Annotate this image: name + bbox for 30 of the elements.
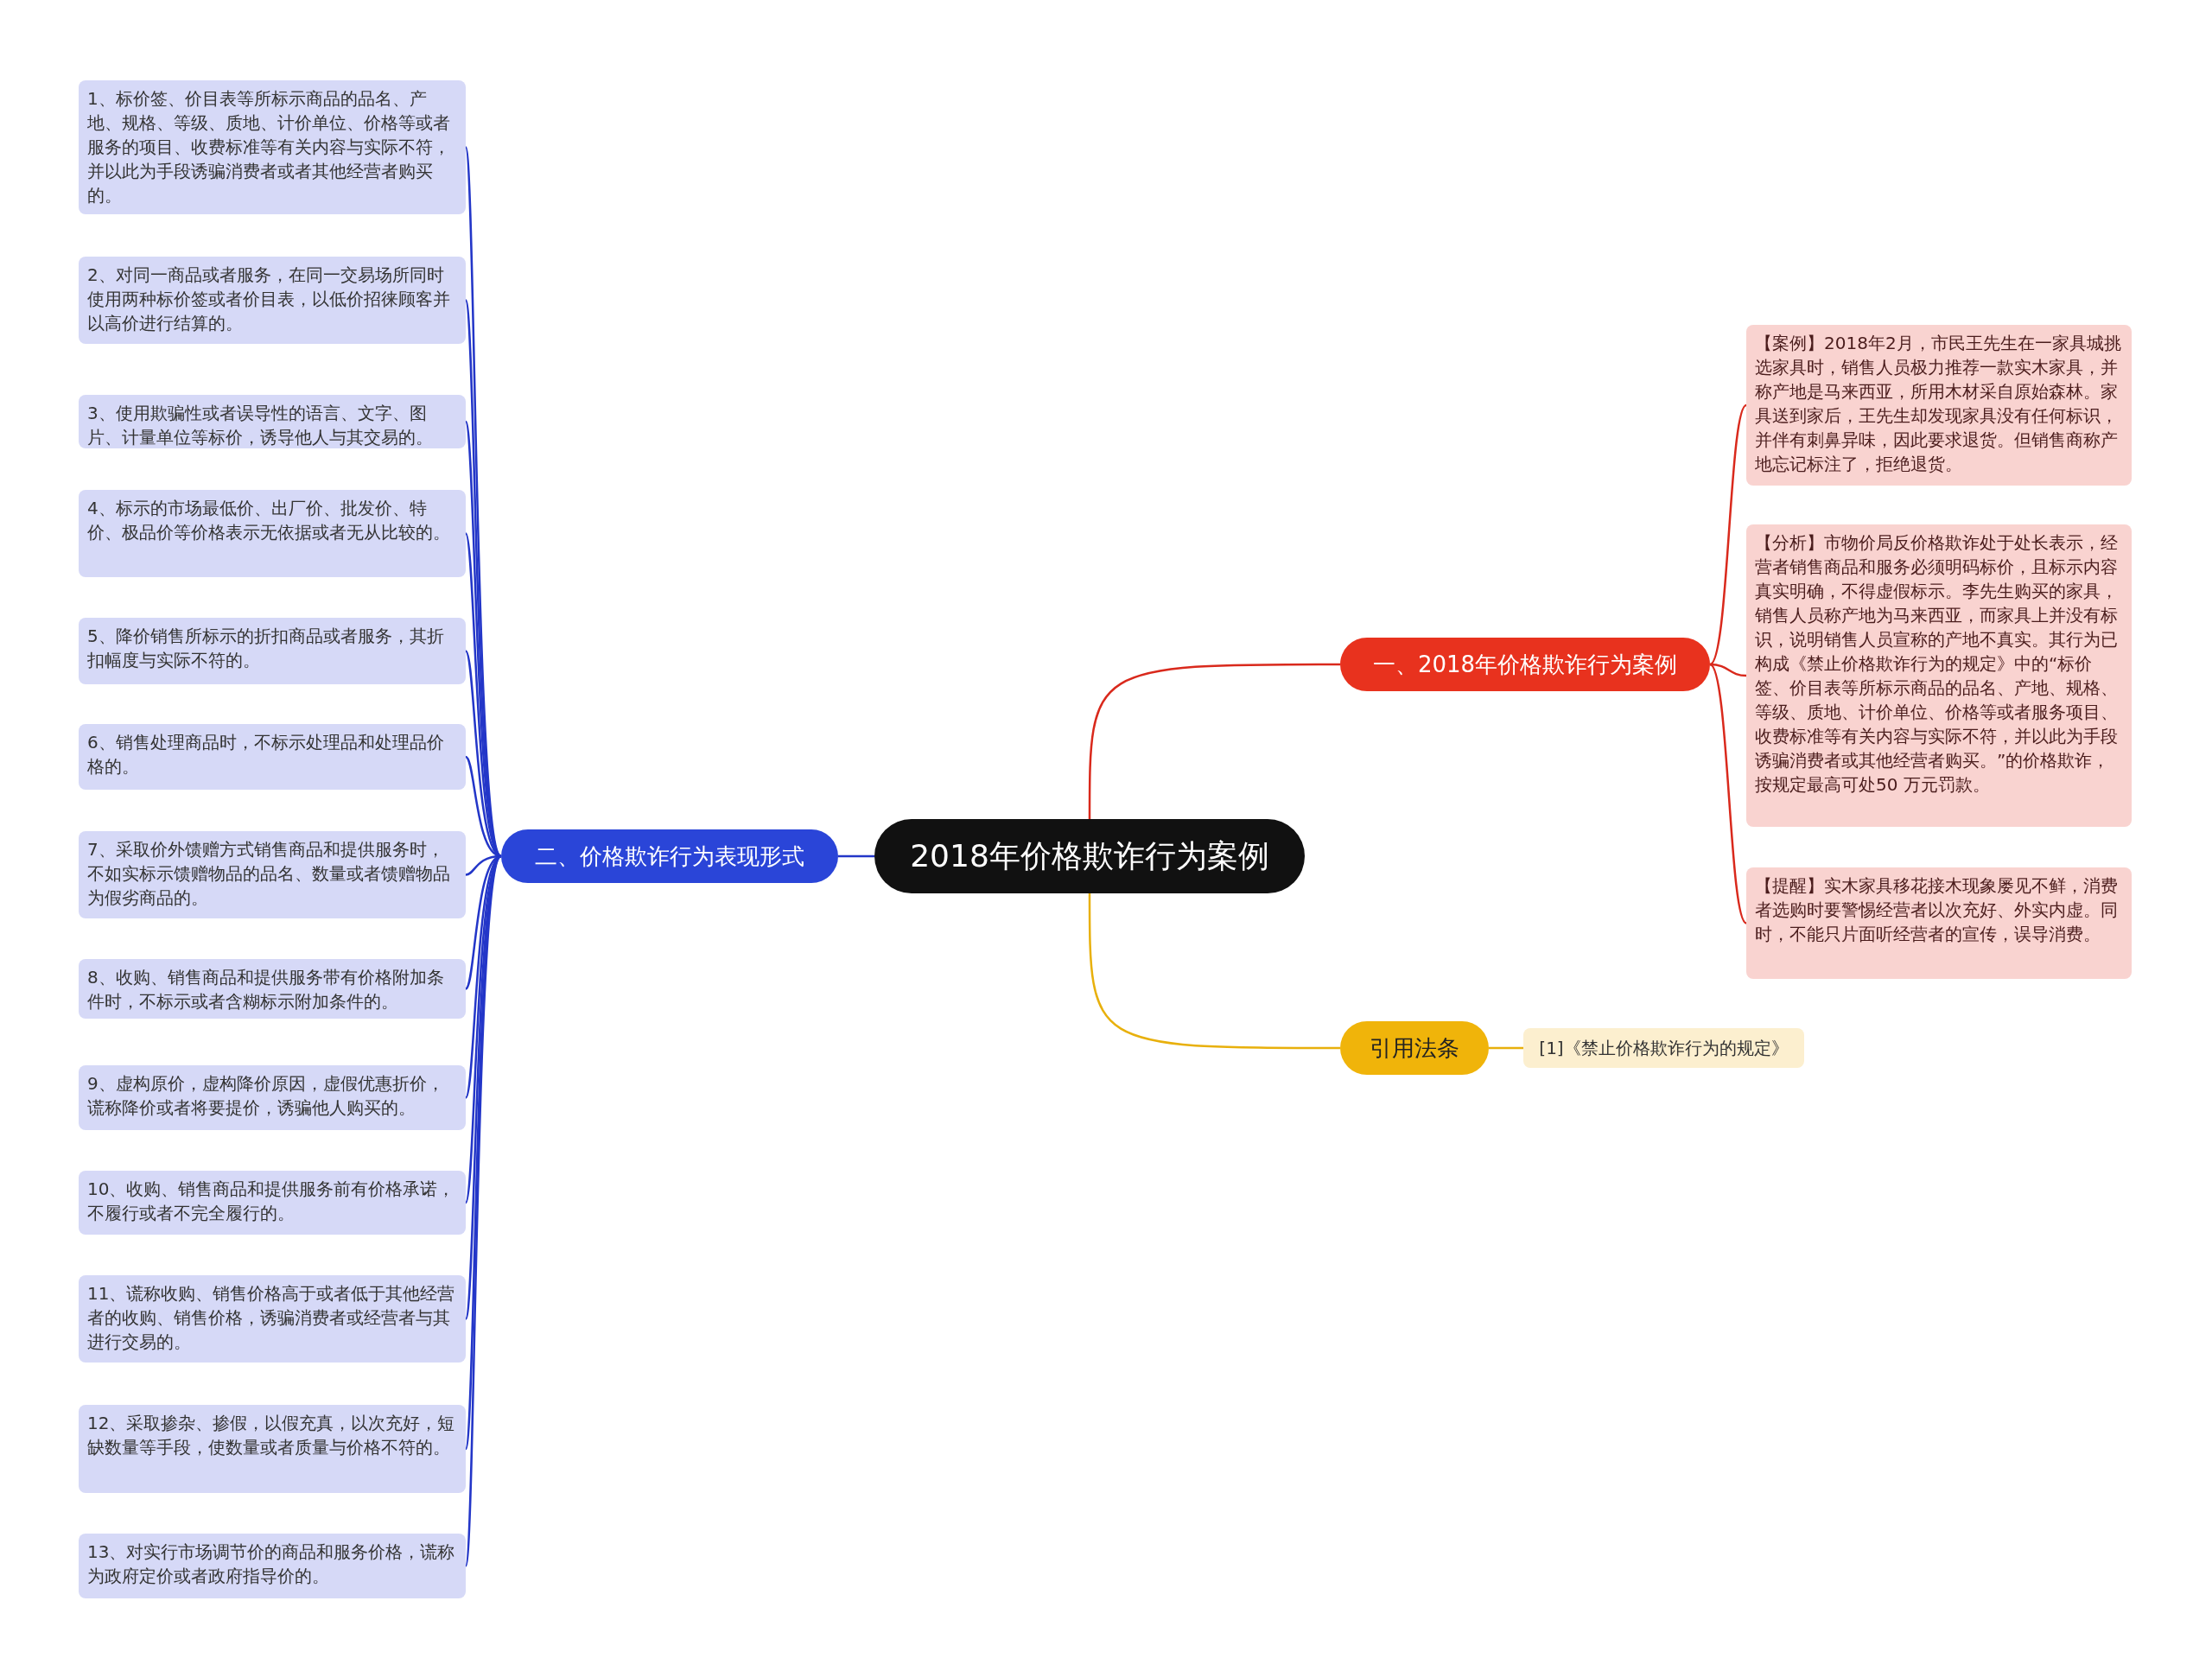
connector [464,855,503,1566]
text-card: 10、收购、销售商品和提供服务前有价格承诺，不履行或者不完全履行的。 [79,1171,466,1235]
text-card: 3、使用欺骗性或者误导性的语言、文字、图片、计量单位等标价，诱导他人与其交易的。 [79,395,466,448]
connector [838,854,874,858]
text-card: 13、对实行市场调节价的商品和服务价格，谎称为政府定价或者政府指导价的。 [79,1534,466,1598]
text-card: 2、对同一商品或者服务，在同一交易场所同时使用两种标价签或者价目表，以低价招徕顾客并以高价进行结算的。 [79,257,466,344]
connector [1088,893,1340,1050]
branch-topic: 一、2018年价格欺诈行为案例 [1340,638,1710,691]
connector [1709,404,1747,665]
text-card: 11、谎称收购、销售价格高于或者低于其他经营者的收购、销售价格，诱骗消费者或经营者与其进行交易的。 [79,1275,466,1363]
text-card: 【案例】2018年2月，市民王先生在一家具城挑选家具时，销售人员极力推荐一款实木家具，并称产地是马来西亚，所用木材采自原始森林。家具送到家后，王先生却发现家具没有任何标识，并伴有刺鼻异味，因此要求退货。但销售商称产地忘记标注了，拒绝退货。 [1746,325,2132,486]
central-topic: 2018年价格欺诈行为案例 [874,819,1305,893]
text-card: 4、标示的市场最低价、出厂价、批发价、特价、极品价等价格表示无依据或者无从比较的。 [79,490,466,577]
text-card: 12、采取掺杂、掺假，以假充真，以次充好，短缺数量等手段，使数量或者质量与价格不符的。 [79,1405,466,1493]
text-card: 【提醒】实木家具移花接木现象屡见不鲜，消费者选购时要警惕经营者以次充好、外实内虚。同时，不能只片面听经营者的宣传，误导消费。 [1746,867,2132,979]
branch-topic: 二、价格欺诈行为表现形式 [501,829,838,883]
branch-topic: 引用法条 [1340,1021,1489,1075]
text-card: 1、标价签、价目表等所标示商品的品名、产地、规格、等级、质地、计价单位、价格等或者服务的项目、收费标准等有关内容与实际不符，并以此为手段诱骗消费者或者其他经营者购买的。 [79,80,466,214]
connector [464,147,503,857]
connector [1709,663,1747,677]
reference-card: [1]《禁止价格欺诈行为的规定》 [1523,1028,1804,1068]
connector [1088,663,1340,819]
connector [1489,1046,1523,1050]
text-card: 9、虚构原价，虚构降价原因，虚假优惠折价，谎称降价或者将要提价，诱骗他人购买的。 [79,1065,466,1130]
text-card: 5、降价销售所标示的折扣商品或者服务，其折扣幅度与实际不符的。 [79,618,466,684]
text-card: 6、销售处理商品时，不标示处理品和处理品价格的。 [79,724,466,790]
connector [1709,664,1747,924]
text-card: 8、收购、销售商品和提供服务带有价格附加条件时，不标示或者含糊标示附加条件的。 [79,959,466,1019]
text-card: 7、采取价外馈赠方式销售商品和提供服务时，不如实标示馈赠物品的品名、数量或者馈赠物品为假劣商品的。 [79,831,466,918]
text-card: 【分析】市物价局反价格欺诈处于处长表示，经营者销售商品和服务必须明码标价，且标示内容真实明确，不得虚假标示。李先生购买的家具，销售人员称产地为马来西亚，而家具上并没有标识，说明销售人员宣称的产地不真实。其行为已构成《禁止价格欺诈行为的规定》中的“标价签、价目表等所标示商品的品名、产地、规格、等级、质地、计价单位、价格等或者服务项目、收费标准等有关内容与实际不符，并以此为手段诱骗消费者或其他经营者购买。”的价格欺诈，按规定最高可处50 万元罚款。 [1746,524,2132,827]
